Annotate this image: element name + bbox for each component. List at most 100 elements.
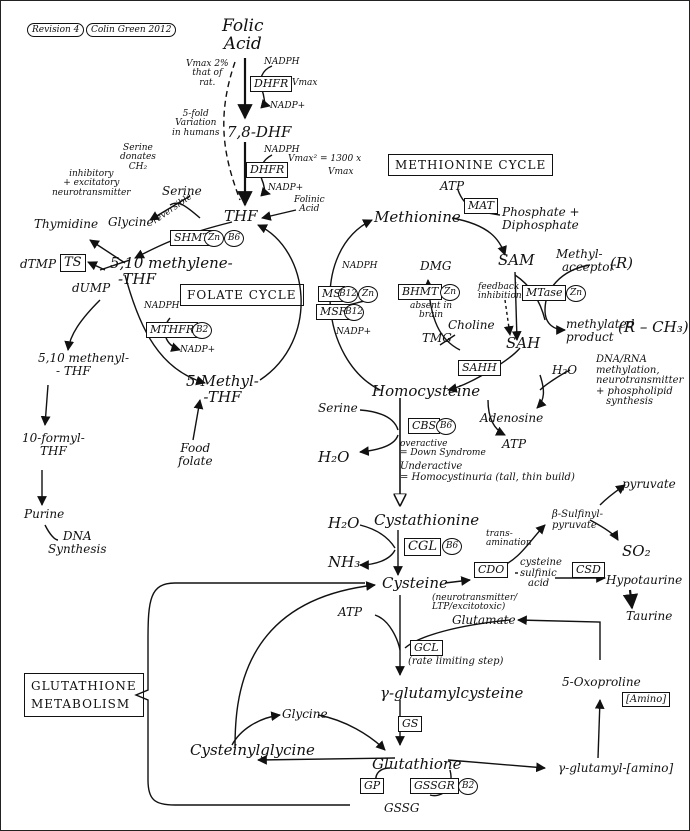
- nadph-ms: NADPH: [342, 261, 378, 271]
- sah: SAH: [506, 334, 541, 352]
- vmax-1: Vmax: [292, 78, 318, 88]
- ts-enzyme: TS: [60, 254, 86, 273]
- revision-label: Revision 4: [27, 23, 85, 37]
- oxoproline: 5-Oxoproline: [562, 675, 641, 689]
- b2-cofactor-1: B2: [192, 322, 212, 339]
- formyl-thf: 10-formyl-THF: [22, 431, 85, 458]
- cysteine: Cysteine: [382, 574, 448, 592]
- thymidine: Thymidine: [34, 217, 99, 231]
- so2: SO₂: [622, 542, 651, 560]
- underactive-note: Underactive= Homocystinuria (tall, thin …: [400, 461, 575, 483]
- sulfinyl-pyruvate: β-Sulfinyl-pyruvate: [552, 509, 603, 531]
- tmg: TMG: [422, 331, 452, 345]
- gamma-glutamylcysteine: γ-glutamylcysteine: [380, 684, 524, 702]
- cysteinylglycine: Cysteinylglycine: [190, 741, 315, 759]
- dtmp: dTMP: [20, 257, 57, 271]
- choline: Choline: [448, 318, 495, 332]
- r-ch3: (R – CH₃): [618, 318, 689, 336]
- glycine-folate: Glycine: [108, 215, 154, 229]
- gssg: GSSG: [384, 801, 420, 815]
- b6-cofactor-2: B6: [436, 418, 456, 435]
- nadp-3: NADP+: [180, 345, 216, 355]
- bhmt-enzyme: BHMT: [398, 284, 443, 301]
- csd-enzyme: CSD: [572, 562, 605, 579]
- gssgr-enzyme: GSSGR: [410, 778, 459, 795]
- zn-cofactor-2: Zn: [358, 286, 378, 303]
- dhfr-enzyme-2: DHFR: [246, 162, 289, 179]
- nadp-1: NADP+: [270, 101, 306, 111]
- nadph-1: NADPH: [264, 57, 300, 67]
- b6-cofactor-3: B6: [442, 538, 462, 555]
- h2o-cbs: H₂O: [318, 448, 350, 466]
- shmt-enzyme: SHMT: [170, 230, 214, 247]
- serine-folate: Serine: [162, 184, 202, 198]
- b12-cofactor-1: B12: [338, 286, 358, 303]
- gcl-enzyme: GCL: [410, 640, 443, 657]
- zn-cofactor-1: Zn: [204, 230, 224, 247]
- overactive-note: overactive= Down Syndrome: [400, 439, 486, 459]
- gs-enzyme: GS: [398, 716, 423, 733]
- homocysteine: Homocysteine: [372, 382, 481, 400]
- glutathione: Glutathione: [372, 755, 462, 773]
- cdo-enzyme: CDO: [474, 562, 509, 579]
- cystathionine: Cystathionine: [374, 511, 480, 529]
- zn-cofactor-3: Zn: [566, 285, 586, 302]
- serine-cbs: Serine: [318, 401, 358, 415]
- adenosine: Adenosine: [480, 411, 544, 425]
- sahh-enzyme: SAHH: [458, 360, 501, 377]
- atp-adenosine: ATP: [502, 437, 527, 451]
- author-label: Colin Green 2012: [86, 23, 177, 37]
- gp-enzyme: GP: [360, 778, 385, 795]
- methenyl-thf: 5,10 methenyl-- THF: [38, 351, 130, 378]
- nadph-2: NADPH: [264, 145, 300, 155]
- methylene-thf: 5,10 methylene--THF: [110, 254, 233, 288]
- gamma-glutamyl-amino: γ-glutamyl-[amino]: [558, 761, 674, 775]
- dhfr-enzyme-1: DHFR: [250, 76, 293, 93]
- transamination: trans-amination: [486, 529, 532, 549]
- nh3: NH₃: [328, 553, 361, 571]
- hypotaurine: Hypotaurine: [606, 573, 683, 587]
- methionine: Methionine: [374, 208, 461, 226]
- pyruvate: pyruvate: [622, 477, 676, 491]
- nadph-3: NADPH: [144, 301, 180, 311]
- glycine-gs: Glycine: [282, 707, 328, 721]
- cbs-enzyme: CBS: [408, 418, 441, 435]
- vmax-2: Vmax² = 1300 x: [288, 154, 362, 164]
- b12-cofactor-2: B12: [344, 304, 364, 321]
- vmax-3: Vmax: [328, 167, 354, 177]
- thf: THF: [224, 207, 258, 225]
- dhf: 7,8-DHF: [227, 123, 292, 141]
- glutamate: Glutamate: [452, 613, 516, 627]
- methyl-acceptor: Methyl-acceptor: [556, 247, 616, 274]
- sam: SAM: [498, 251, 535, 269]
- mthfr-enzyme: MTHFR: [146, 322, 199, 339]
- phosphate-diphosphate: Phosphate +Diphosphate: [502, 205, 580, 232]
- purine: Purine: [24, 507, 65, 521]
- nadp-ms: NADP+: [336, 327, 372, 337]
- folate-cycle-title: FOLATE CYCLE: [180, 284, 304, 306]
- neurotransmitter-note: (neurotransmitter/LTP/excitotoxic): [432, 593, 518, 613]
- rate-limiting-note: (rate limiting step): [408, 656, 504, 667]
- zn-cofactor-4: Zn: [440, 284, 460, 301]
- dump: dUMP: [72, 281, 111, 295]
- taurine: Taurine: [626, 609, 673, 623]
- methyl-thf: 5-Methyl--THF: [186, 372, 259, 406]
- mat-enzyme: MAT: [464, 198, 498, 215]
- atp-mat: ATP: [440, 179, 465, 193]
- h2o-sahh: H₂O: [552, 363, 578, 377]
- msr-enzyme: MSR: [316, 304, 352, 321]
- cgl-enzyme: CGL: [404, 538, 441, 557]
